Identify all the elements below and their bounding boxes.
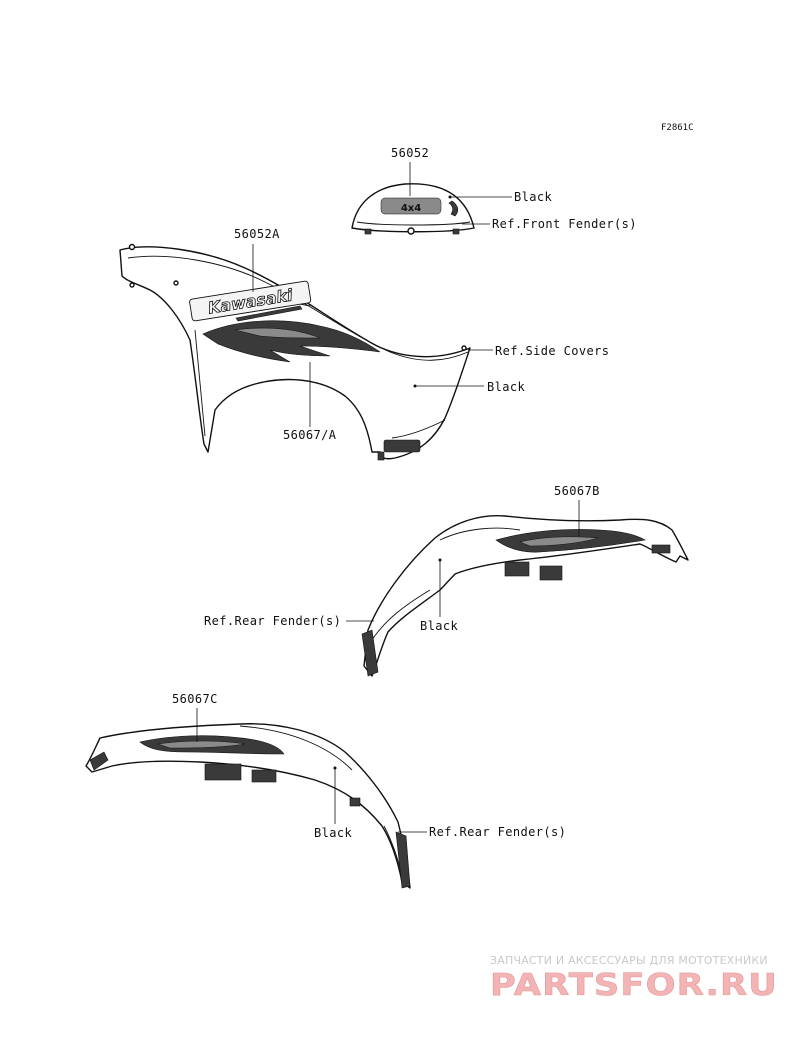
watermark-tagline: ЗАПЧАСТИ И АКСЕССУАРЫ ДЛЯ МОТОТЕХНИКИ: [490, 954, 768, 967]
callout-ref-rear-fender-2: Ref.Rear Fender(s): [429, 825, 566, 839]
watermark-brand: PARTSFOR.RU: [490, 968, 778, 1003]
leader-dot: [413, 384, 417, 388]
leader-dot: [333, 766, 337, 770]
label-56067B: 56067B: [554, 484, 600, 498]
label-56052A: 56052A: [234, 227, 280, 241]
leader-dot: [438, 558, 442, 562]
label-56067A: 56067/A: [283, 428, 337, 442]
label-56067C: 56067C: [172, 692, 218, 706]
side-cover-part: Kawasaki: [119, 243, 471, 461]
rear-fender-right-part: [361, 515, 689, 677]
label-56052: 56052: [391, 146, 429, 160]
callout-ref-side-covers: Ref.Side Covers: [495, 344, 609, 358]
rear-fender-left-part: [85, 723, 411, 889]
callout-ref-front-fender: Ref.Front Fender(s): [492, 217, 637, 231]
fourbyfour-decal-text: 4x4: [401, 203, 421, 214]
callout-black-3: Black: [420, 619, 458, 633]
front-emblem-part: 4x4: [351, 183, 475, 235]
figure-code: F2861C: [661, 123, 694, 133]
callout-ref-rear-fender-1: Ref.Rear Fender(s): [204, 614, 341, 628]
callout-black-1: Black: [514, 190, 552, 204]
leader-dot: [448, 195, 452, 199]
callout-black-2: Black: [487, 380, 525, 394]
callout-black-4: Black: [314, 826, 352, 840]
